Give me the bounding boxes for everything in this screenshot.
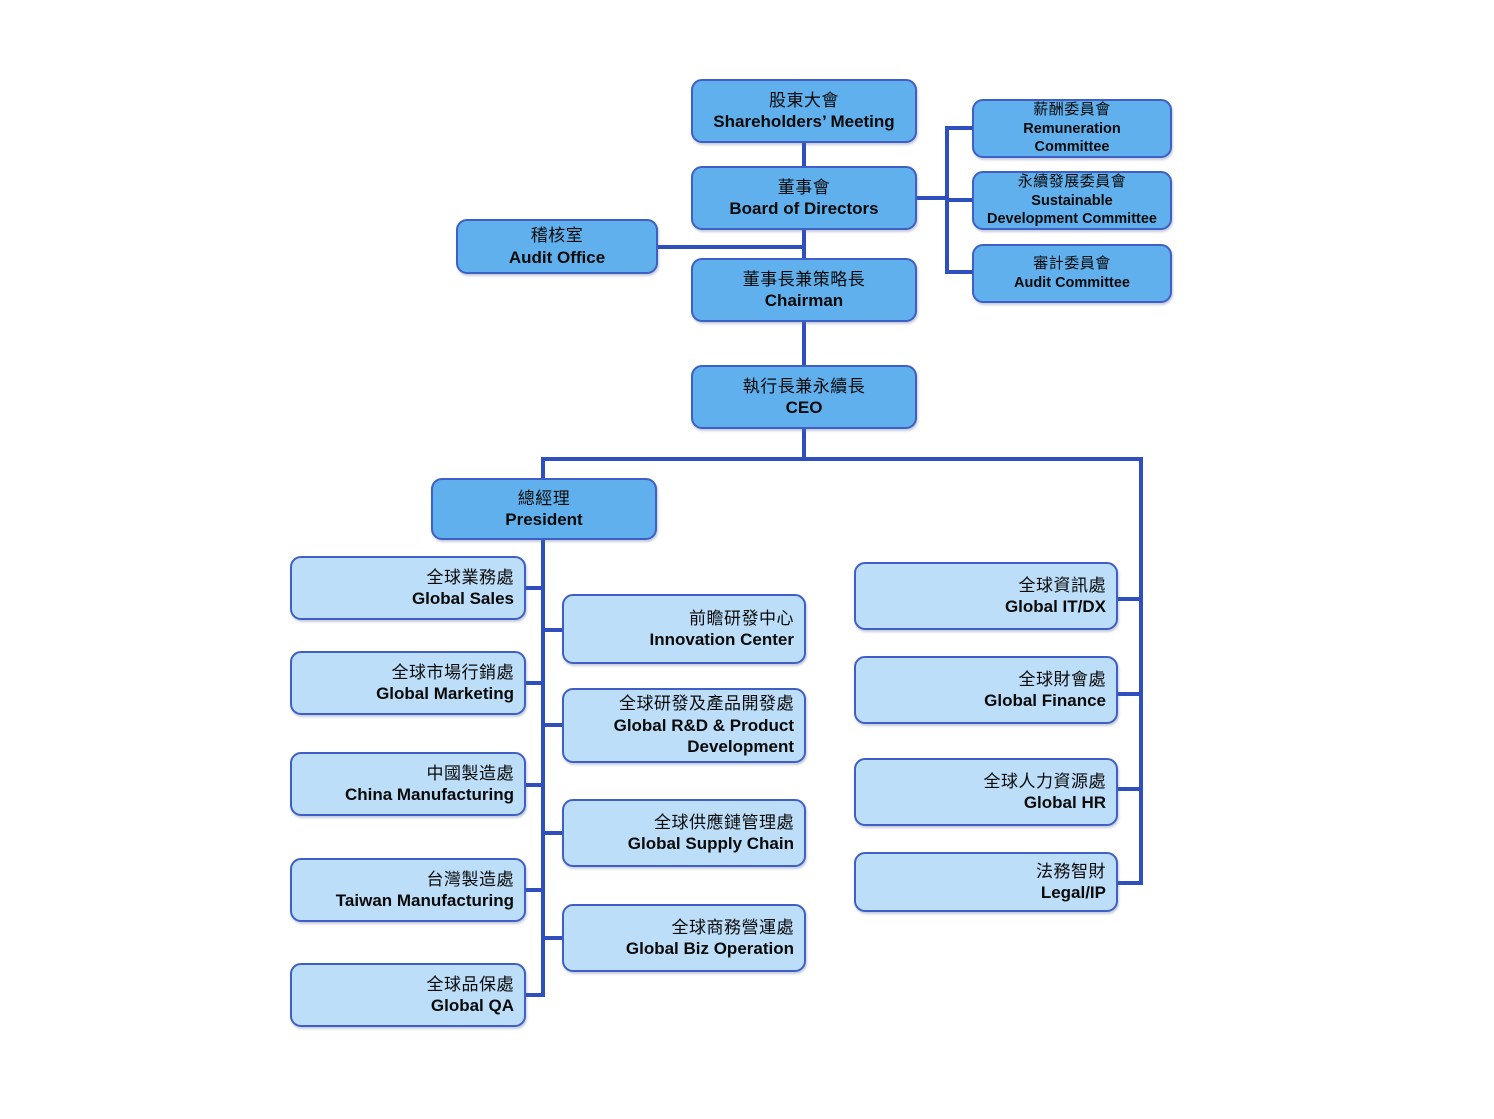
connector-board-to-committees	[915, 196, 949, 200]
node-label-en: Shareholders’ Meeting	[713, 112, 895, 131]
node-label-en: Global Supply Chain	[627, 834, 794, 853]
connector-shareholders-to-board	[802, 140, 806, 168]
node-audit-office[interactable]: 稽核室 Audit Office	[456, 219, 658, 274]
connector-to-audit-committee	[945, 270, 974, 274]
node-label-zh: 審計委員會	[1033, 254, 1111, 272]
connector-right-trunk	[1139, 457, 1143, 884]
node-global-qa[interactable]: 全球品保處 Global QA	[290, 963, 526, 1027]
connector-to-china-manufacturing	[524, 783, 545, 787]
node-label-en: Innovation Center	[649, 630, 794, 649]
connector-chairman-to-ceo	[802, 320, 806, 367]
connector-to-taiwan-manufacturing	[524, 888, 545, 892]
node-label-zh: 全球品保處	[426, 974, 514, 994]
connector-board-to-chairman	[802, 228, 806, 260]
node-label-en: Global Marketing	[376, 684, 514, 703]
node-label-zh: 中國製造處	[426, 763, 514, 783]
node-label-zh: 全球財會處	[1018, 669, 1106, 689]
node-label-zh: 總經理	[517, 488, 571, 508]
connector-left-trunk	[541, 457, 545, 997]
connector-to-global-rd-product-development	[541, 723, 564, 727]
node-label-en: Global R&D & Product Development	[613, 715, 794, 757]
node-label-en: Global Sales	[411, 589, 514, 608]
node-label-en: President	[505, 510, 583, 529]
node-label-zh: 全球業務處	[426, 567, 514, 587]
node-label-zh: 稽核室	[530, 226, 584, 246]
node-audit-committee[interactable]: 審計委員會 Audit Committee	[972, 244, 1172, 303]
connector-to-global-hr	[1116, 787, 1143, 791]
node-global-supply-chain[interactable]: 全球供應鏈管理處 Global Supply Chain	[562, 799, 806, 867]
node-label-zh: 全球研發及產品開發處	[619, 694, 794, 714]
node-label-en: Sustainable Development Committee	[986, 192, 1157, 227]
node-label-en: Chairman	[764, 291, 844, 310]
node-label-en: Remuneration Committee	[1023, 120, 1121, 155]
node-sustainable-development-committee[interactable]: 永續發展委員會 Sustainable Development Committe…	[972, 171, 1172, 230]
node-label-zh: 永續發展委員會	[1017, 172, 1127, 190]
connector-to-sustainable-development-committee	[945, 198, 974, 202]
node-label-zh: 全球人力資源處	[983, 771, 1106, 791]
node-global-sales[interactable]: 全球業務處 Global Sales	[290, 556, 526, 620]
connector-to-remuneration-committee	[945, 126, 974, 130]
node-chairman[interactable]: 董事長兼策略長 Chairman	[691, 258, 917, 322]
connector-to-global-it-dx	[1116, 597, 1143, 601]
node-taiwan-manufacturing[interactable]: 台灣製造處 Taiwan Manufacturing	[290, 858, 526, 922]
node-label-en: Global IT/DX	[1004, 597, 1106, 616]
node-label-en: Audit Committee	[1014, 274, 1130, 291]
node-china-manufacturing[interactable]: 中國製造處 China Manufacturing	[290, 752, 526, 816]
connector-to-global-supply-chain	[541, 831, 564, 835]
connector-audit-office-to-trunk	[656, 245, 804, 249]
node-label-zh: 股東大會	[769, 90, 839, 110]
node-ceo[interactable]: 執行長兼永續長 CEO	[691, 365, 917, 429]
node-label-en: Global Biz Operation	[625, 939, 794, 958]
node-remuneration-committee[interactable]: 薪酬委員會 Remuneration Committee	[972, 99, 1172, 158]
node-global-marketing[interactable]: 全球市場行銷處 Global Marketing	[290, 651, 526, 715]
connector-to-global-finance	[1116, 692, 1143, 696]
connector-to-global-qa	[524, 993, 545, 997]
node-label-en: Legal/IP	[1040, 883, 1106, 902]
node-label-zh: 全球市場行銷處	[391, 662, 514, 682]
node-innovation-center[interactable]: 前瞻研發中心 Innovation Center	[562, 594, 806, 664]
node-global-it-dx[interactable]: 全球資訊處 Global IT/DX	[854, 562, 1118, 630]
node-legal-ip[interactable]: 法務智財 Legal/IP	[854, 852, 1118, 912]
node-label-en: Global HR	[1023, 793, 1106, 812]
node-label-en: Board of Directors	[729, 199, 879, 218]
node-board-of-directors[interactable]: 董事會 Board of Directors	[691, 166, 917, 230]
connector-to-global-sales	[524, 586, 545, 590]
node-label-en: Audit Office	[508, 247, 606, 267]
node-label-zh: 前瞻研發中心	[689, 608, 794, 628]
connector-to-legal-ip	[1116, 881, 1143, 885]
node-label-zh: 全球資訊處	[1018, 575, 1106, 595]
node-shareholders-meeting[interactable]: 股東大會 Shareholders’ Meeting	[691, 79, 917, 143]
node-label-en: China Manufacturing	[344, 785, 514, 804]
node-label-en: Global Finance	[984, 691, 1106, 710]
connector-to-innovation-center	[541, 628, 564, 632]
node-global-finance[interactable]: 全球財會處 Global Finance	[854, 656, 1118, 724]
node-label-zh: 董事長兼策略長	[742, 269, 866, 289]
node-label-zh: 全球供應鏈管理處	[654, 812, 794, 832]
node-global-hr[interactable]: 全球人力資源處 Global HR	[854, 758, 1118, 826]
node-label-zh: 全球商務營運處	[671, 917, 794, 937]
node-label-en: CEO	[785, 398, 823, 417]
connector-to-global-marketing	[524, 681, 545, 685]
node-label-zh: 台灣製造處	[426, 869, 514, 889]
node-label-en: Global QA	[430, 996, 514, 1015]
node-label-en: Taiwan Manufacturing	[335, 891, 514, 910]
connector-to-global-biz-operation	[541, 936, 564, 940]
node-label-zh: 薪酬委員會	[1033, 100, 1111, 118]
node-label-zh: 執行長兼永續長	[742, 376, 866, 396]
node-president[interactable]: 總經理 President	[431, 478, 657, 540]
node-global-rd-product-development[interactable]: 全球研發及產品開發處 Global R&D & Product Developm…	[562, 688, 806, 763]
node-label-zh: 法務智財	[1036, 861, 1106, 881]
connector-ceo-to-bar	[802, 426, 806, 460]
node-label-zh: 董事會	[777, 177, 831, 197]
connector-main-distribution-bar	[541, 457, 1143, 461]
node-global-biz-operation[interactable]: 全球商務營運處 Global Biz Operation	[562, 904, 806, 972]
